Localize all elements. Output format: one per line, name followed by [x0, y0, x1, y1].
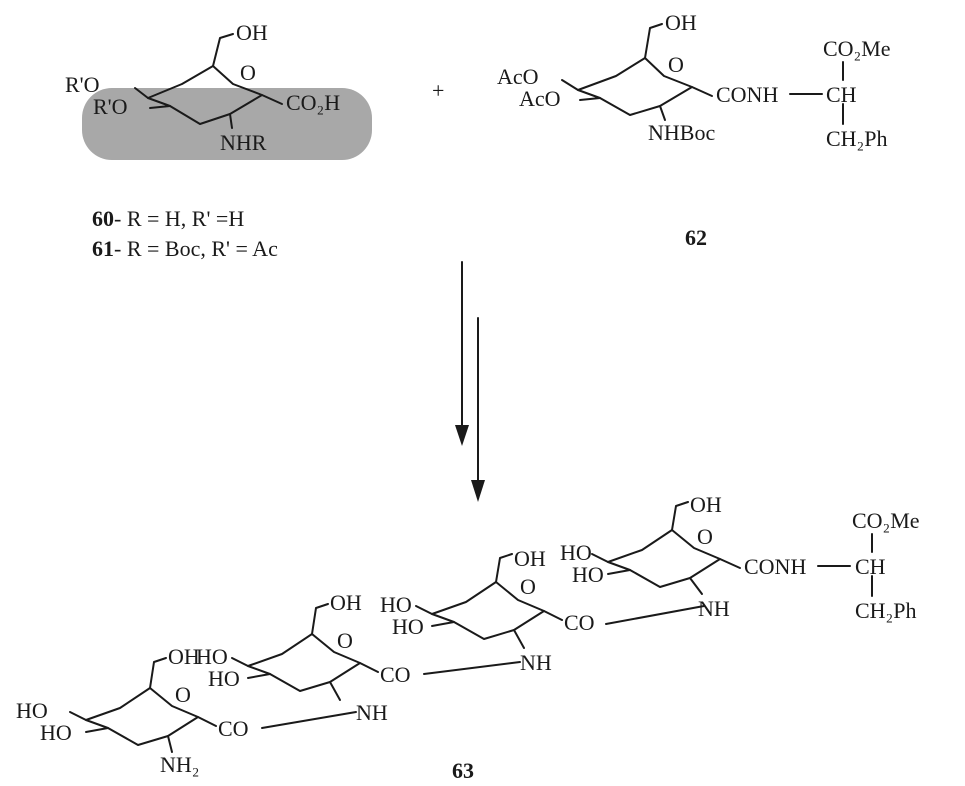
alpha-ch-label: CH: [826, 82, 857, 107]
ring-oxygen-label: O: [240, 60, 256, 85]
o4-bond: [231, 657, 249, 667]
methyl-ester-label: CO₂Me: [823, 36, 891, 61]
ho-label: HO: [40, 720, 72, 745]
tetramer-unit-4: OH HO HO O CONH NH CO₂Me CH CH₂Ph: [560, 492, 920, 623]
ring-oxygen-label: O: [337, 628, 353, 653]
compound-62-structure: OH AcO AcO O CONH NHBoc CO₂Me CH CH₂Ph: [497, 10, 891, 151]
ring-oxygen-label: O: [668, 52, 684, 77]
ho-label: HO: [16, 698, 48, 723]
amide-nh-label: NH: [520, 650, 552, 675]
oh-label: OH: [514, 546, 546, 571]
carboxylic-acid-label: CO₂H: [286, 90, 340, 115]
carbonyl-label: CO: [564, 610, 595, 635]
compound-63-number: 63: [452, 758, 474, 783]
ring-oxygen-label: O: [697, 524, 713, 549]
compound-60-61-structure: OH R'O R'O O CO₂H NHR: [65, 20, 372, 160]
compound-60-number: 60: [92, 206, 114, 231]
ring-oxygen-label: O: [175, 682, 191, 707]
tetramer-unit-3: OH HO HO O CO NH: [380, 546, 705, 675]
ho-label: HO: [196, 644, 228, 669]
c1-substituent-bond: [261, 94, 283, 105]
o3-bond: [607, 569, 631, 575]
c1-carbonyl-bond: [543, 610, 563, 621]
o4-bond: [69, 711, 87, 721]
c1-amide-bond: [719, 558, 741, 569]
compound-61-caption: - R = Boc, R' = Ac: [114, 236, 278, 261]
amine-label: NH₂: [160, 752, 199, 777]
o3-bond: [431, 621, 455, 627]
carbonyl-label: CO: [380, 662, 411, 687]
oh-label: OH: [168, 644, 200, 669]
amide-link-bond: [423, 661, 521, 675]
o3-bond: [247, 673, 271, 679]
compound-62-number: 62: [685, 225, 707, 250]
carbonyl-label: CO: [218, 716, 249, 741]
amide-link-bond: [605, 605, 705, 625]
ring-oxygen-label: O: [520, 574, 536, 599]
oh-label: OH: [330, 590, 362, 615]
c1-carbonyl-bond: [197, 716, 217, 727]
ho-label: HO: [392, 614, 424, 639]
amide-nh-label: NH: [698, 596, 730, 621]
hydroxymethyl-bond: [671, 501, 689, 531]
c1-amide-bond: [691, 86, 713, 97]
o4-bond: [591, 553, 609, 563]
tetramer-unit-1: OH HO HO O CO NH₂: [16, 644, 357, 777]
aco-label: AcO: [497, 64, 539, 89]
r-o-label: R'O: [65, 72, 100, 97]
plus-sign: +: [432, 78, 444, 103]
alpha-ch-label: CH: [855, 554, 886, 579]
r-o-label: R'O: [93, 94, 128, 119]
c2-n-bond: [329, 681, 341, 701]
hydroxymethyl-bond: [212, 33, 234, 67]
o4-bond: [561, 79, 579, 91]
amide-label: CONH: [744, 554, 806, 579]
oh-label: OH: [690, 492, 722, 517]
methyl-ester-label: CO₂Me: [852, 508, 920, 533]
ho-label: HO: [380, 592, 412, 617]
o3-bond: [149, 105, 171, 109]
nhr-label: NHR: [220, 130, 267, 155]
highlight-box: [82, 88, 372, 160]
amide-label: CONH: [716, 82, 778, 107]
o3-bond: [85, 727, 109, 733]
amide-nh-label: NH: [356, 700, 388, 725]
c2-n-bond: [229, 113, 233, 129]
ho-label: HO: [208, 666, 240, 691]
c1-carbonyl-bond: [359, 662, 379, 673]
o4-bond: [134, 87, 149, 99]
hydroxymethyl-bond: [311, 603, 329, 635]
c2-n-bond: [659, 105, 666, 121]
ho-label: HO: [560, 540, 592, 565]
o4-bond: [415, 605, 433, 615]
multistep-reaction-arrow: [455, 261, 485, 502]
nhboc-label: NHBoc: [648, 120, 715, 145]
compound-61-number: 61: [92, 236, 114, 261]
c2-n-bond: [689, 577, 703, 595]
c2-n-bond: [513, 629, 525, 649]
tetramer-unit-2: OH HO HO O CO NH: [196, 590, 521, 725]
aco-label: AcO: [519, 86, 561, 111]
ho-label: HO: [572, 562, 604, 587]
c2-n-bond: [167, 735, 173, 753]
benzyl-label: CH₂Ph: [826, 126, 887, 151]
hydroxymethyl-bond: [495, 553, 513, 583]
hydroxymethyl-bond: [644, 23, 663, 59]
o3-bond: [579, 97, 601, 101]
compound-60-caption: - R = H, R' =H: [114, 206, 244, 231]
oh-label: OH: [236, 20, 268, 45]
oh-label: OH: [665, 10, 697, 35]
benzyl-label: CH₂Ph: [855, 598, 916, 623]
hydroxymethyl-bond: [149, 657, 167, 689]
amide-link-bond: [261, 711, 357, 729]
